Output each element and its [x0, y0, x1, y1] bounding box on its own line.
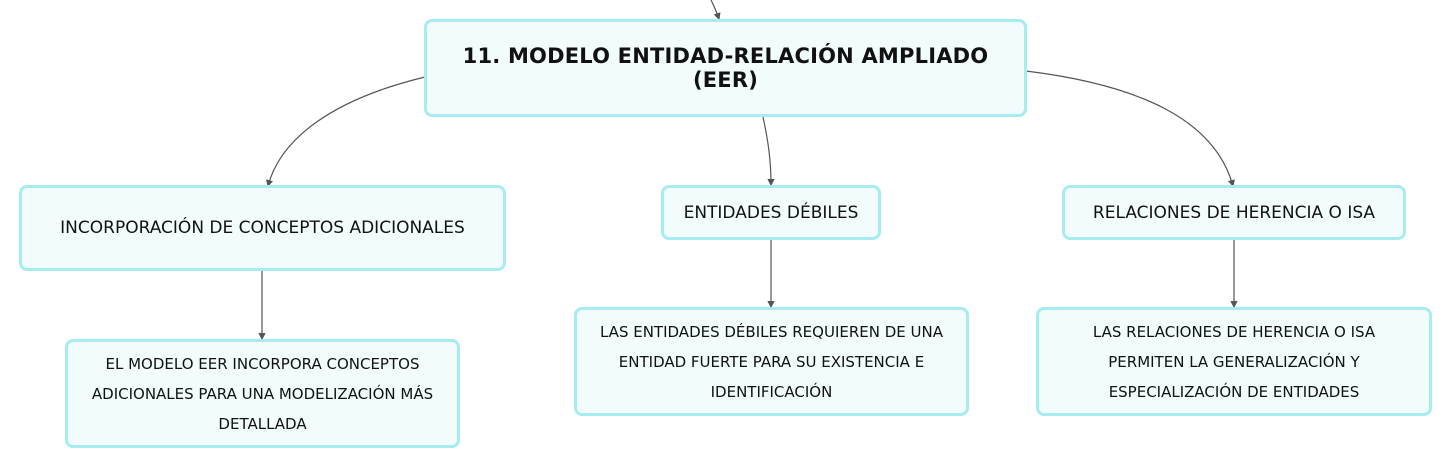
detail-line: LAS ENTIDADES DÉBILES REQUIEREN DE UNA: [599, 322, 943, 341]
detail-line: PERMITEN LA GENERALIZACIÓN Y: [1108, 352, 1360, 371]
connector-root-to-herencia: [1025, 70, 1235, 188]
detail-line: ENTIDAD FUERTE PARA SU EXISTENCIA E: [618, 352, 925, 371]
connector-root-to-incorporacion: [266, 76, 426, 188]
detail-line: ADICIONALES PARA UNA MODELIZACIÓN MÁS: [91, 384, 434, 403]
detail-line: EL MODELO EER INCORPORA CONCEPTOS: [105, 354, 420, 373]
connector-root-to-entidades-debiles: [762, 116, 775, 187]
detail-node-entidades-debiles[interactable]: LAS ENTIDADES DÉBILES REQUIEREN DE UNA E…: [574, 307, 969, 416]
detail-node-herencia[interactable]: LAS RELACIONES DE HERENCIA O ISA PERMITE…: [1036, 307, 1432, 416]
connector-parent-to-root: [710, 0, 721, 21]
detail-node-incorporacion[interactable]: EL MODELO EER INCORPORA CONCEPTOS ADICIO…: [65, 339, 460, 448]
detail-line: LAS RELACIONES DE HERENCIA O ISA: [1092, 322, 1376, 341]
root-node[interactable]: 11. MODELO ENTIDAD-RELACIÓN AMPLIADO (EE…: [424, 19, 1027, 117]
detail-line: DETALLADA: [218, 414, 307, 433]
branch-node-incorporacion[interactable]: INCORPORACIÓN DE CONCEPTOS ADICIONALES: [19, 185, 506, 271]
detail-line: IDENTIFICACIÓN: [710, 382, 833, 401]
root-node-label: 11. MODELO ENTIDAD-RELACIÓN AMPLIADO (EE…: [462, 44, 989, 92]
detail-line: ESPECIALIZACIÓN DE ENTIDADES: [1108, 382, 1360, 401]
branch-node-entidades-debiles[interactable]: ENTIDADES DÉBILES: [661, 185, 881, 240]
branch-node-label: ENTIDADES DÉBILES: [683, 202, 859, 223]
branch-node-herencia[interactable]: RELACIONES DE HERENCIA O ISA: [1062, 185, 1406, 240]
branch-node-label: RELACIONES DE HERENCIA O ISA: [1092, 202, 1376, 223]
branch-node-label: INCORPORACIÓN DE CONCEPTOS ADICIONALES: [60, 218, 465, 238]
